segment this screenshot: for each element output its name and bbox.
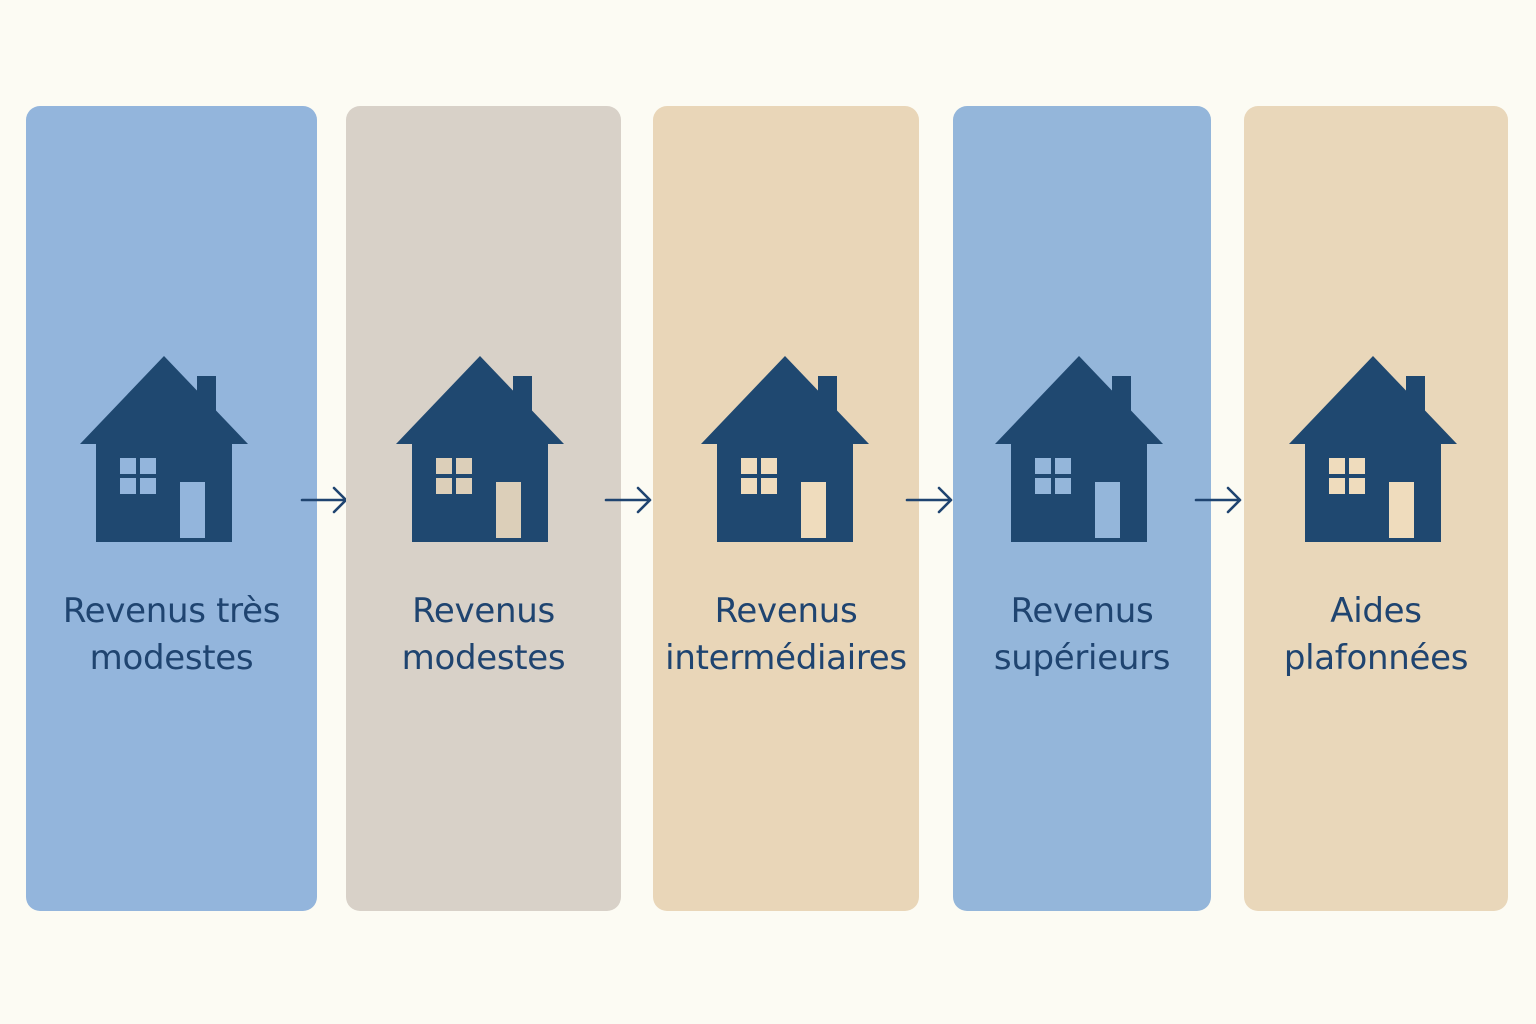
step-label-modest: Revenus modestes — [346, 588, 621, 688]
arrow-right-icon — [300, 486, 348, 514]
step-label-line-1: Revenus très — [62, 591, 281, 631]
step-label-line-1: Revenus — [412, 591, 555, 631]
arrow-right-icon — [905, 486, 953, 514]
step-label-line-2: modestes — [401, 638, 566, 678]
house-icon — [701, 356, 869, 542]
step-label-intermediate: Revenus intermédiaires — [653, 588, 919, 688]
house-icon — [1289, 356, 1457, 542]
house-icon — [396, 356, 564, 542]
step-label-line-1: Revenus — [1010, 591, 1154, 631]
step-label-line-1: Revenus — [714, 591, 858, 631]
step-label-line-2: intermédiaires — [665, 638, 907, 678]
step-label-line-2: modestes — [89, 638, 254, 678]
arrow-right-icon — [604, 486, 652, 514]
house-icon — [80, 356, 248, 542]
step-label-line-2: supérieurs — [993, 638, 1171, 678]
step-label-very-modest: Revenus très modestes — [26, 588, 317, 688]
house-icon — [995, 356, 1163, 542]
step-label-capped-aid: Aides plafonnées — [1244, 588, 1508, 688]
arrow-right-icon — [1194, 486, 1242, 514]
step-label-line-2: plafonnées — [1283, 638, 1469, 678]
step-label-line-1: Aides — [1330, 591, 1422, 631]
step-label-higher: Revenus supérieurs — [953, 588, 1211, 688]
